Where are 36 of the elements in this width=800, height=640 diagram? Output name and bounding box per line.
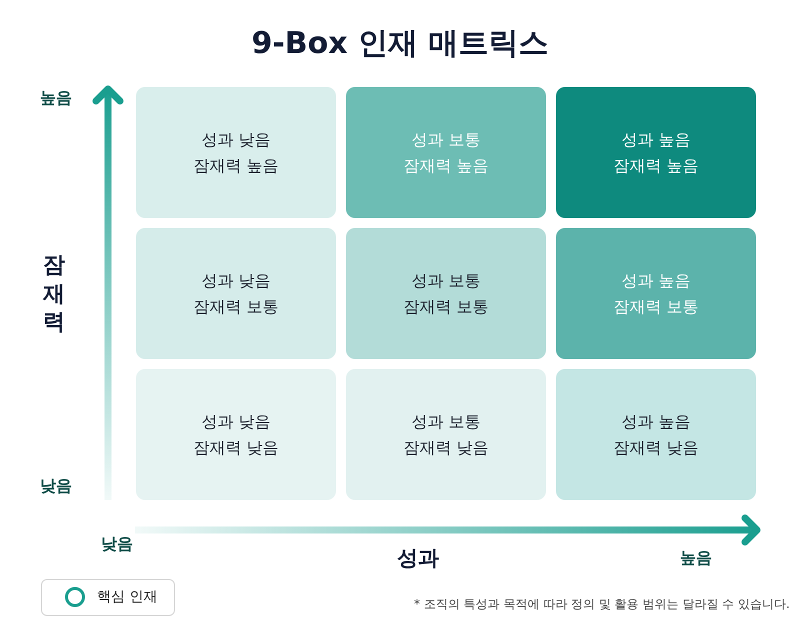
matrix-cell xyxy=(136,228,336,359)
footnote: * 조직의 특성과 목적에 따라 정의 및 활용 범위는 달라질 수 있습니다. xyxy=(414,597,790,612)
matrix-cell xyxy=(346,87,546,218)
axis-title: 성과 xyxy=(397,546,439,572)
performance-rating: 성과 높음 xyxy=(621,410,691,432)
matrix-cell xyxy=(556,87,756,218)
performance-rating: 성과 낮음 xyxy=(201,270,271,292)
performance-rating: 성과 보통 xyxy=(411,128,481,150)
potential-rating: 잠재력 높음 xyxy=(613,154,699,176)
matrix-cell xyxy=(346,228,546,359)
potential-rating: 잠재력 보통 xyxy=(193,296,279,318)
potential-rating: 잠재력 낮음 xyxy=(403,436,489,458)
axis-end-label: 낮음 xyxy=(101,534,133,554)
potential-rating: 잠재력 높음 xyxy=(193,154,279,176)
performance-rating: 성과 낮음 xyxy=(201,410,271,432)
matrix-cell xyxy=(556,228,756,359)
performance-rating: 성과 보통 xyxy=(411,410,481,432)
performance-rating: 성과 높음 xyxy=(621,128,691,150)
performance-rating: 성과 낮음 xyxy=(201,128,271,150)
title: 9-Box 인재 매트릭스 xyxy=(251,25,549,63)
potential-rating: 잠재력 높음 xyxy=(403,154,489,176)
matrix-cell xyxy=(136,369,336,500)
potential-rating: 잠재력 낮음 xyxy=(193,436,279,458)
performance-rating: 성과 보통 xyxy=(411,270,481,292)
axis-title: 잠재력 xyxy=(42,252,66,338)
matrix-cell xyxy=(556,369,756,500)
potential-rating: 잠재력 낮음 xyxy=(613,436,699,458)
matrix-cell xyxy=(346,369,546,500)
performance-rating: 성과 높음 xyxy=(621,270,691,292)
legend-label: 핵심 인재 xyxy=(97,589,158,606)
matrix-cell xyxy=(136,87,336,218)
axis-end-label: 높음 xyxy=(40,88,72,108)
potential-rating: 잠재력 보통 xyxy=(403,296,489,318)
potential-rating: 잠재력 보통 xyxy=(613,296,699,318)
axis-end-label: 높음 xyxy=(680,548,712,568)
axis-end-label: 낮음 xyxy=(40,476,72,496)
